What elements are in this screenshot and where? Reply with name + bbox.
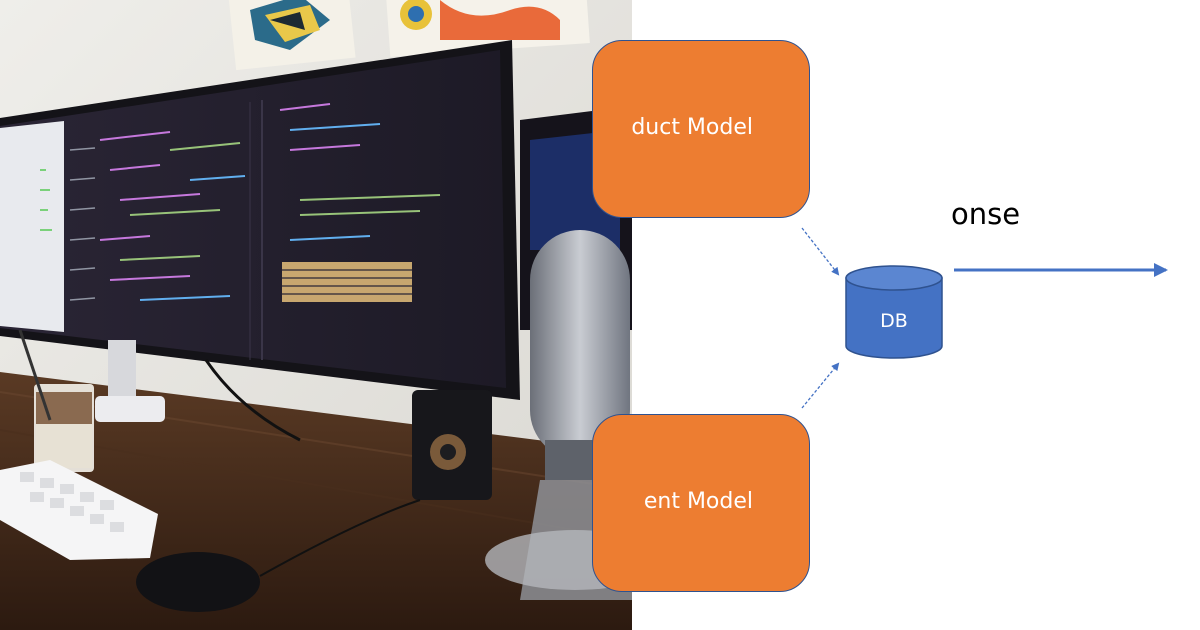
architecture-diagram: duct Model ent Model onse [592, 0, 1200, 630]
code-lines [69, 100, 441, 360]
iced-coffee-glass [18, 329, 94, 472]
product-model-label: duct Model [631, 115, 753, 140]
product-to-db-arrow [801, 227, 840, 276]
mouse [136, 552, 260, 612]
keyboard [0, 460, 158, 560]
diagram-connectors [801, 227, 1168, 409]
comment-model-label: ent Model [643, 489, 753, 514]
monitor-stand [108, 340, 136, 400]
monitor-screen [0, 50, 506, 388]
db-label: DB [880, 310, 908, 332]
desk-monitor-photo [0, 0, 632, 630]
response-label: onse [951, 197, 1021, 231]
comment-model-box: ent Model [592, 414, 810, 592]
product-model-box: duct Model [592, 40, 810, 218]
comment-to-db-arrow [801, 362, 840, 409]
wall-artwork [228, 0, 590, 71]
db-cylinder [845, 265, 943, 359]
